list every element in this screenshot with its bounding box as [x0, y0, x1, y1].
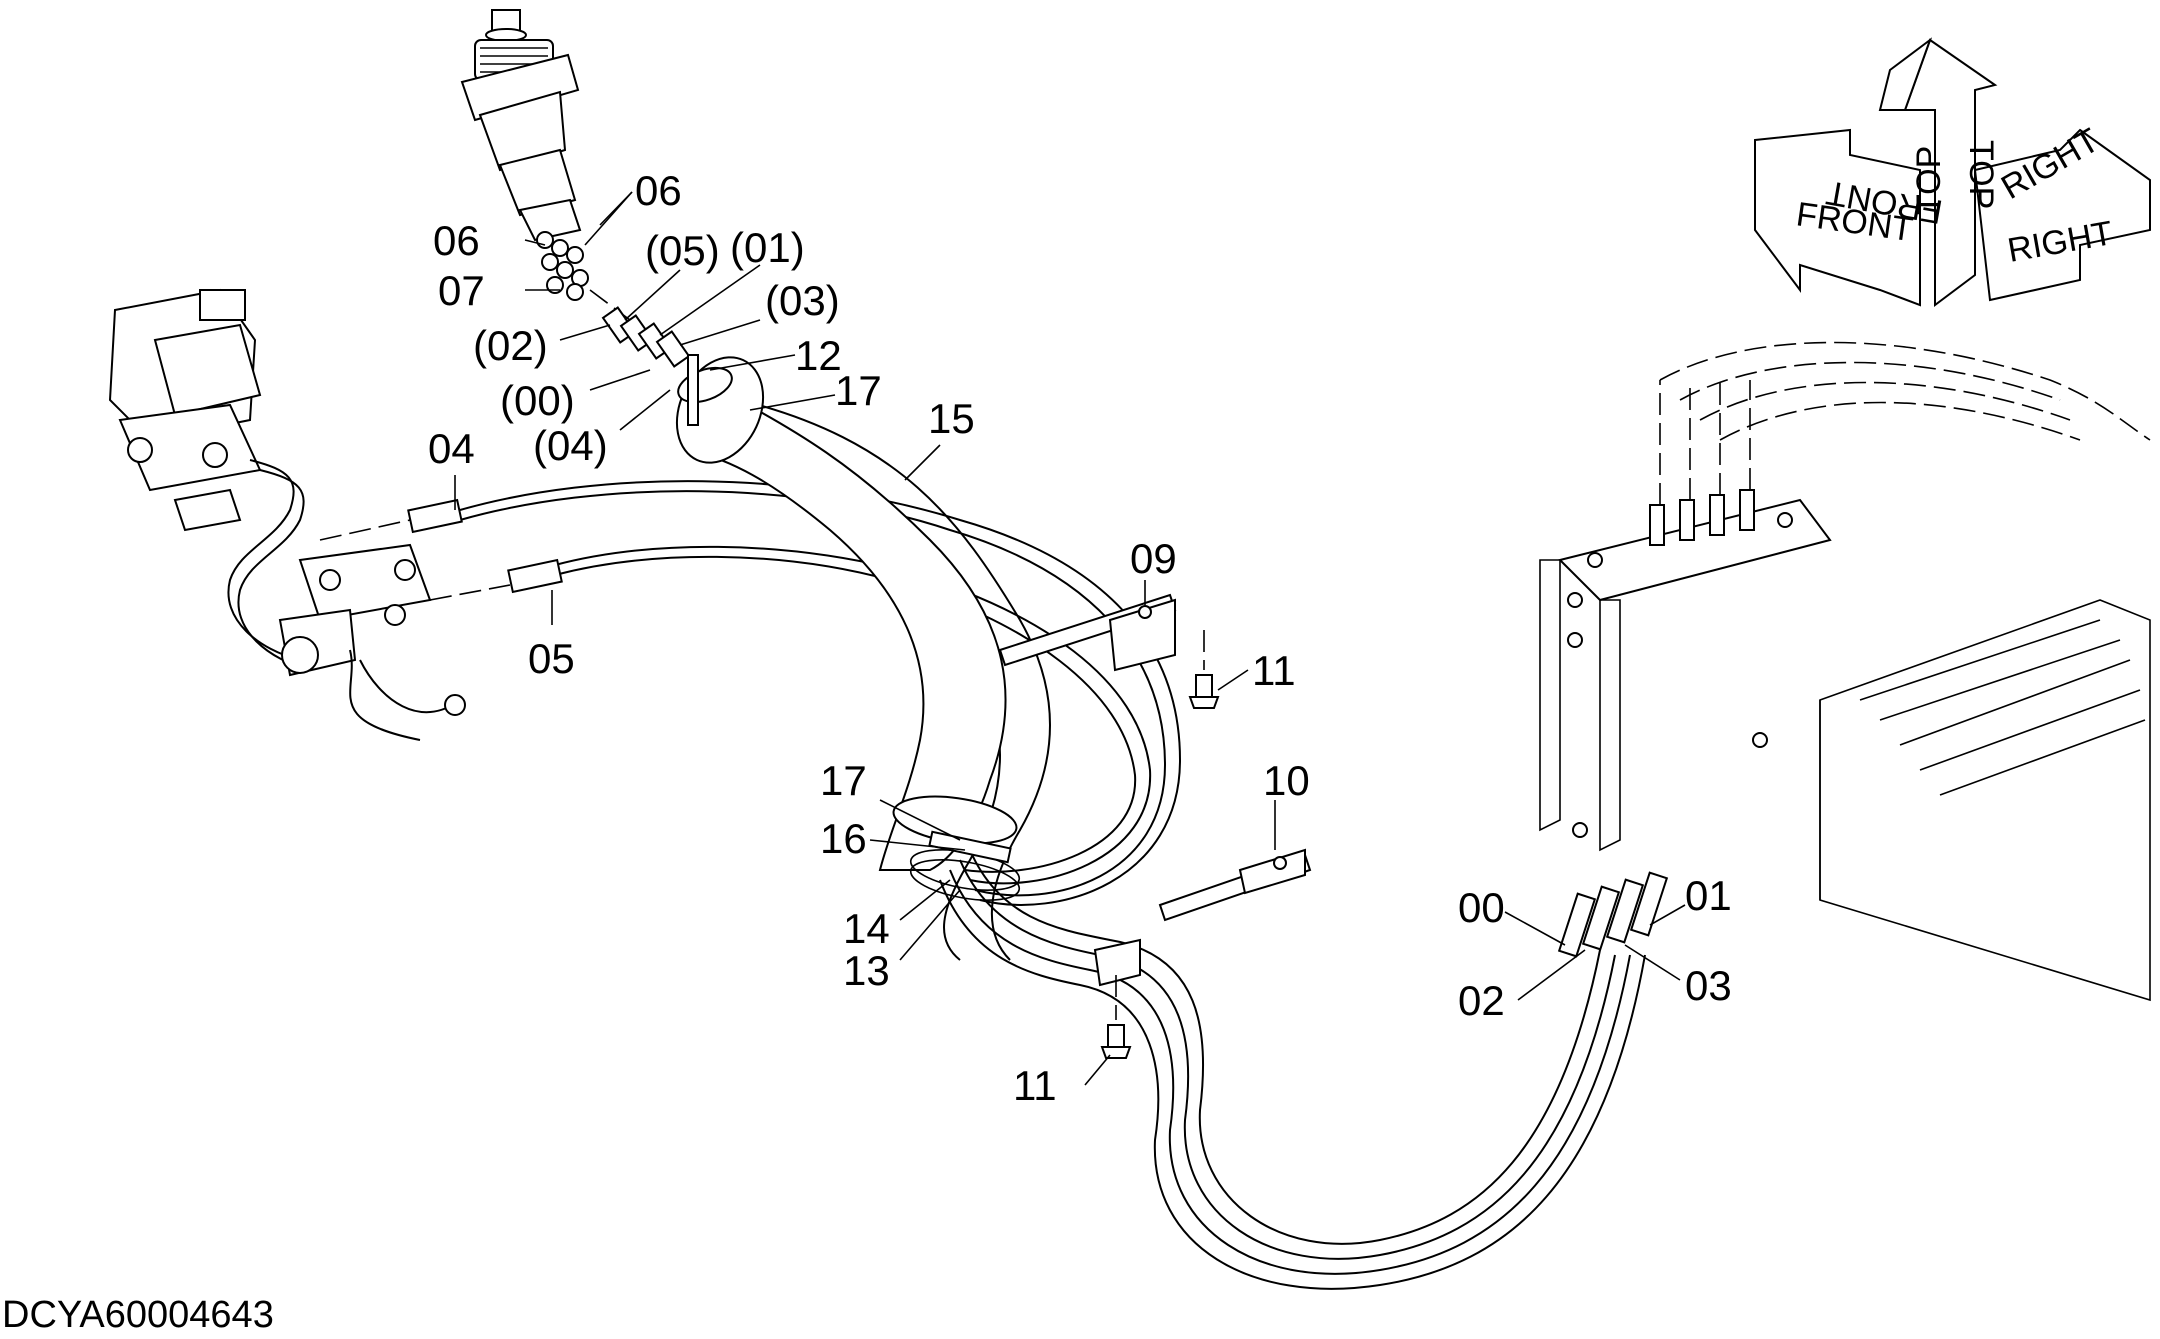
callout-02: 02	[1458, 977, 1505, 1024]
callout-09: 09	[1130, 535, 1177, 582]
callout-17-lower: 17	[820, 757, 867, 804]
callout-03-ref: (03)	[765, 277, 840, 324]
callout-05: 05	[528, 635, 575, 682]
orientation-top-left: TOP	[1910, 146, 1948, 215]
machine-frame	[1539, 341, 2151, 1002]
bracket-10	[1093, 848, 1312, 987]
hose-end-fittings	[1557, 871, 1669, 958]
bolt-icon	[1188, 630, 1220, 709]
callout-05-ref: (05)	[645, 227, 720, 274]
callout-06-upper: 06	[635, 167, 682, 214]
callout-00: 00	[1458, 884, 1505, 931]
callout-15: 15	[928, 395, 975, 442]
callout-13: 13	[843, 947, 890, 994]
leader-lines	[454, 191, 1686, 1086]
front-arrow-icon	[1754, 128, 1921, 307]
callout-16: 16	[820, 815, 867, 862]
callout-03: 03	[1685, 962, 1732, 1009]
orientation-indicator: TOP TOP FRONT FRONT RIGHT RIGHT	[1754, 37, 2151, 307]
callout-11-lower: 11	[1013, 1062, 1057, 1109]
callout-10: 10	[1263, 757, 1310, 804]
bolt-icon	[1100, 975, 1132, 1059]
callout-01-ref: (01)	[730, 224, 805, 271]
callout-07: 07	[438, 267, 485, 314]
control-valve-icon	[108, 288, 466, 741]
callout-14: 14	[843, 905, 890, 952]
callout-12: 12	[795, 332, 842, 379]
clamp-bands	[677, 354, 1021, 901]
callout-01: 01	[1685, 872, 1732, 919]
top-arrow-icon	[1878, 37, 1998, 307]
drawing-code: DCYA60004643	[2, 1294, 274, 1336]
callout-00-ref: (00)	[500, 377, 575, 424]
orientation-top-right: TOP	[1962, 140, 2000, 209]
bracket-09	[998, 593, 1177, 672]
callout-02-ref: (02)	[473, 322, 548, 369]
right-arrow-icon	[1973, 128, 2151, 302]
callout-04: 04	[428, 425, 475, 472]
callout-11-upper: 11	[1252, 647, 1296, 694]
pilot-valve-icon	[460, 9, 691, 368]
callout-04-ref: (04)	[533, 422, 608, 469]
callout-06-lower: 06	[433, 217, 480, 264]
callout-17-upper: 17	[835, 367, 882, 414]
